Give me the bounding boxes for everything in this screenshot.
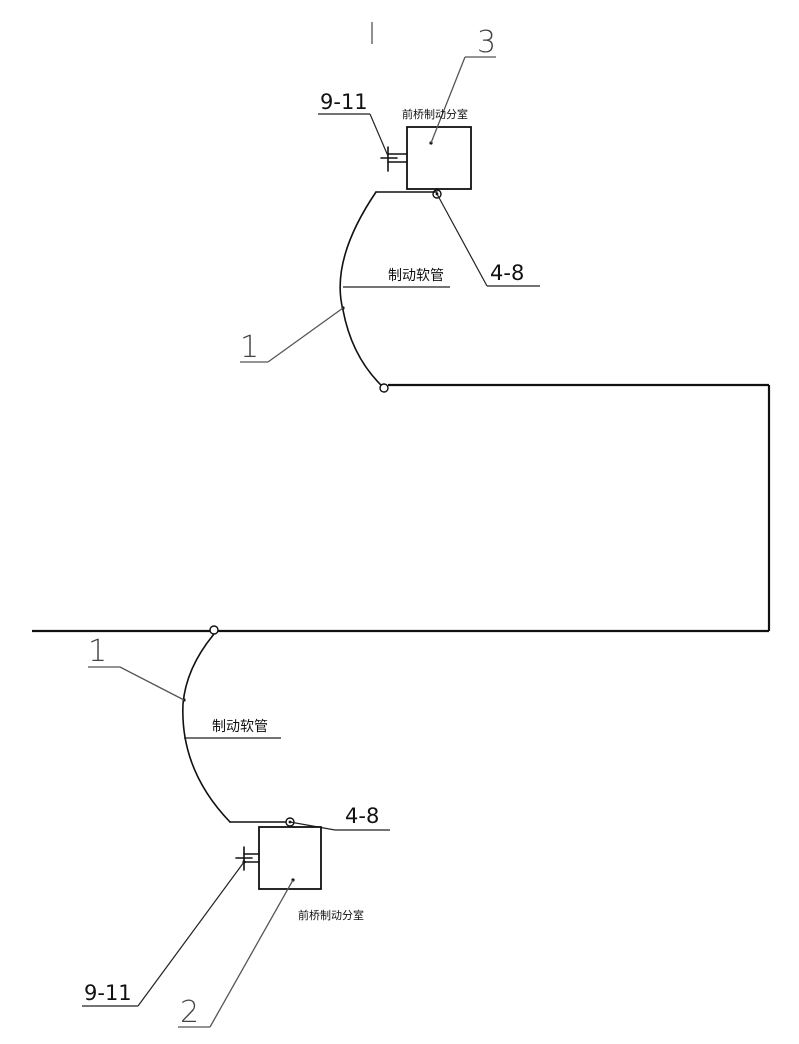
bottom-hose-ref-label: 1 <box>88 634 107 669</box>
top-pipe-fitting <box>379 383 389 393</box>
top-hose-name: 制动软管 <box>388 268 444 284</box>
top-valve-ref-leader <box>369 113 389 157</box>
top-fitting-ref-leader <box>436 193 488 287</box>
top-hose-ref-label: 1 <box>240 330 259 365</box>
bottom-hose-curve <box>182 633 231 823</box>
bottom-hose-ref-leader <box>119 666 185 701</box>
top-chamber-name: 前桥制动分室 <box>402 107 468 121</box>
bottom-valve-ref-leader <box>137 861 245 1007</box>
top-hose-curve <box>339 191 385 389</box>
bottom-pipe-fitting <box>209 625 219 635</box>
bottom-valve-ref-label: 9-11 <box>84 981 132 1005</box>
top-valve-ref-label: 9-11 <box>320 90 368 114</box>
top-chamber-ref-label: 3 <box>477 25 496 60</box>
top-fitting-ref-label: 4-8 <box>490 261 524 285</box>
bottom-fitting-ref-leader <box>289 821 336 831</box>
bottom-chamber-ref-leader <box>209 879 294 1028</box>
bottom-fitting-ref-label: 4-8 <box>345 804 379 828</box>
top-hose-ref-leader <box>267 307 344 363</box>
bottom-chamber-name: 前桥制动分室 <box>298 908 364 922</box>
bottom-brake-chamber <box>258 826 322 890</box>
bottom-hose-name: 制动软管 <box>212 719 268 735</box>
top-brake-chamber <box>406 126 472 190</box>
bottom-chamber-ref-label: 2 <box>180 995 199 1030</box>
top-chamber-ref-leader <box>430 56 466 144</box>
